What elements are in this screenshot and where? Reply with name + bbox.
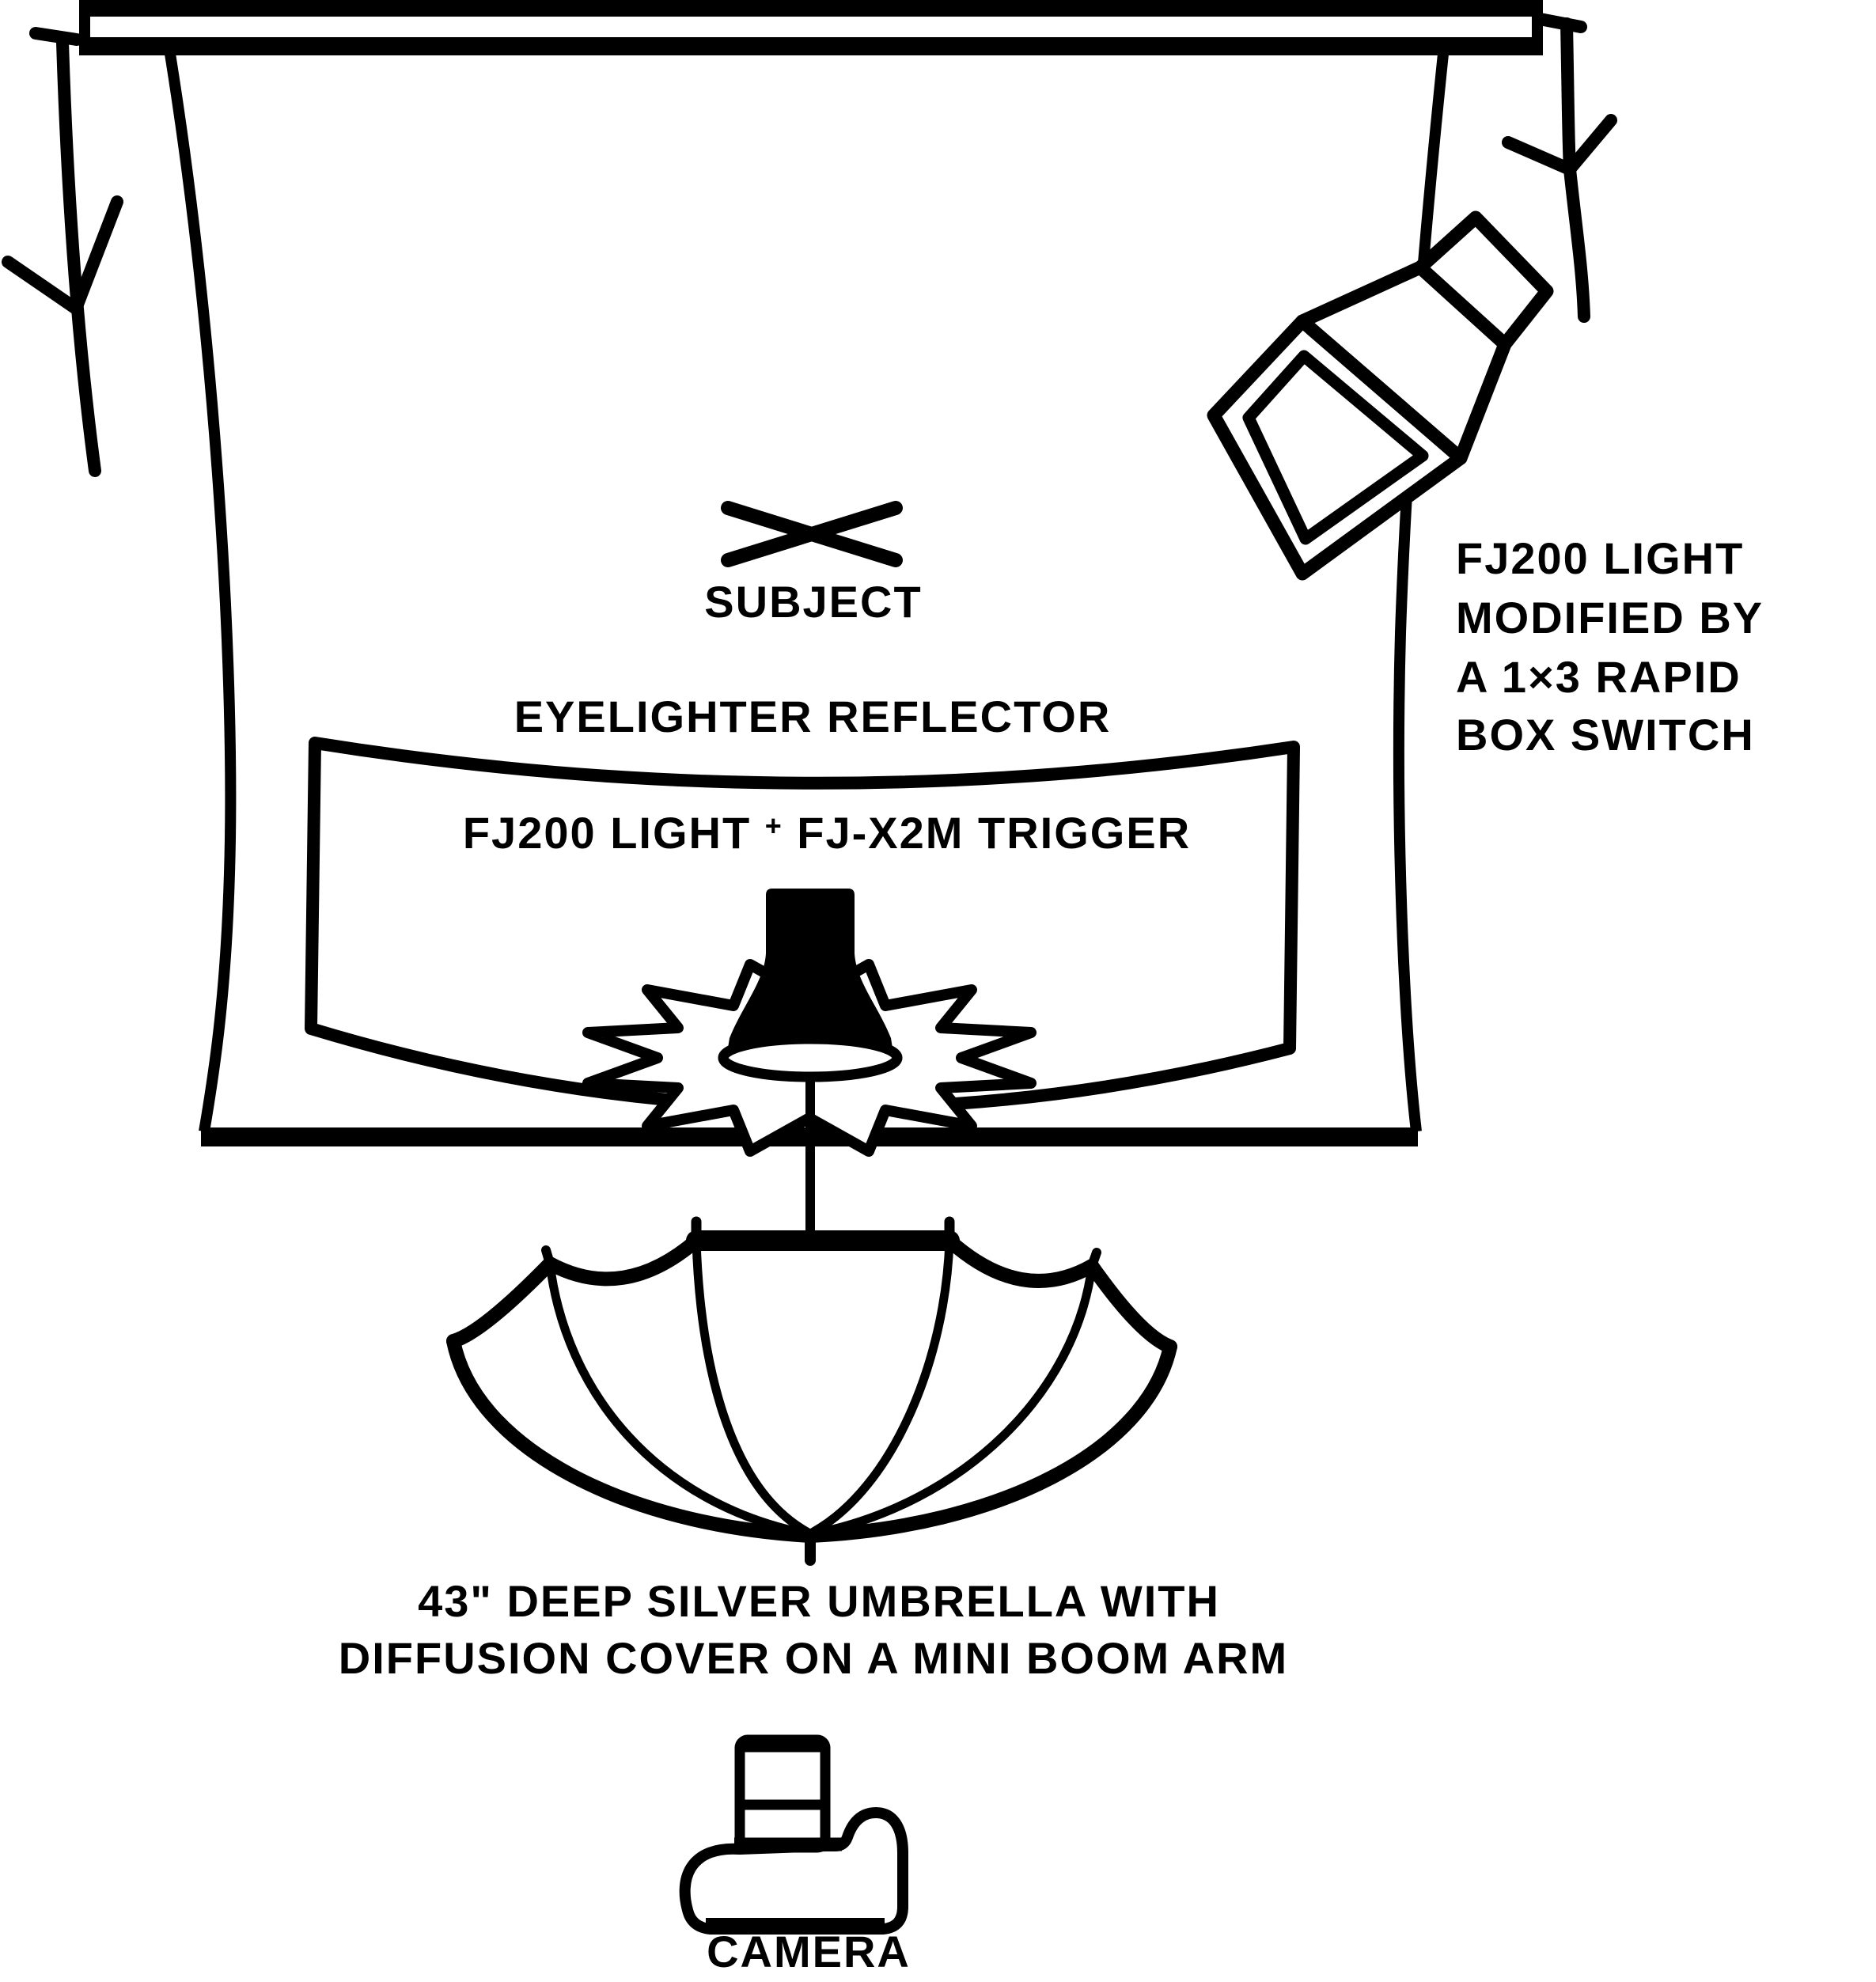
camera-lens (734, 1734, 831, 1853)
umbrella-caption-line1: 43" DEEP SILVER UMBRELLA WITH (418, 1576, 1220, 1626)
subject-x-marker (721, 501, 903, 567)
box-light-modifier (1207, 210, 1554, 581)
umbrella-rib-4 (810, 1261, 1097, 1538)
stand-left-top-tick (29, 27, 83, 46)
umbrella-rib-2 (692, 1236, 812, 1537)
reflector-label: EYELIGHTER REFLECTOR (514, 692, 1112, 741)
umbrella-edge-upper-right (1085, 1259, 1177, 1354)
umbrella-edge-lower-right (803, 1340, 1177, 1543)
box-light-strobe-body (1413, 210, 1554, 351)
umbrella-rib-3 (809, 1236, 954, 1537)
umbrella-shoulder-left (543, 1234, 703, 1287)
stand-right-leg-b (1563, 114, 1617, 176)
trigger-label-post: FJ-X2M TRIGGER (783, 808, 1191, 858)
box-light-label-line1: FJ200 LIGHT (1456, 533, 1744, 583)
umbrella-edge-lower-left (446, 1334, 817, 1543)
trigger-label-plus: + (765, 809, 783, 842)
umbrella-edge-upper-left (446, 1256, 557, 1348)
box-light-label-line3: A 1×3 RAPID (1456, 652, 1741, 702)
box-light-mouth-inner (1242, 350, 1429, 545)
lamp-mouth (718, 1033, 903, 1082)
x-stroke-2 (721, 501, 903, 567)
backdrop-bar (79, 0, 1543, 55)
subject-label: SUBJECT (704, 577, 922, 627)
box-light-label: FJ200 LIGHT MODIFIED BY A 1×3 RAPID BOX … (1456, 533, 1764, 760)
umbrella-rib-1 (545, 1259, 810, 1538)
stand-right-leg-a (1502, 136, 1576, 176)
trigger-label-pre: FJ200 LIGHT (463, 808, 765, 858)
umbrella-caption-line2: DIFFUSION COVER ON A MINI BOOM ARM (339, 1633, 1288, 1683)
camera-body (679, 1807, 908, 1935)
light-stand-right (1502, 13, 1617, 323)
umbrella-shoulder-right (942, 1234, 1099, 1288)
box-light-label-line2: MODIFIED BY (1456, 593, 1764, 642)
box-light-label-line4: BOX SWITCH (1456, 710, 1755, 760)
paper-left-edge (165, 52, 237, 1133)
stand-left-leg-b (70, 195, 123, 315)
backdrop-bar-inner (90, 17, 1532, 37)
camera-label: CAMERA (707, 1927, 911, 1976)
trigger-label: FJ200 LIGHT + FJ-X2M TRIGGER (463, 808, 1191, 858)
strobe-lamp (718, 889, 903, 1234)
stand-right-top-tick (1533, 13, 1587, 33)
paper-right-edge (1393, 53, 1449, 1132)
camera-icon (679, 1734, 908, 1935)
lamp-body (726, 889, 894, 1058)
stand-left-pole (56, 36, 101, 477)
light-stand-left (2, 27, 123, 477)
umbrella (446, 1216, 1177, 1566)
stand-left-leg-a (2, 256, 82, 315)
